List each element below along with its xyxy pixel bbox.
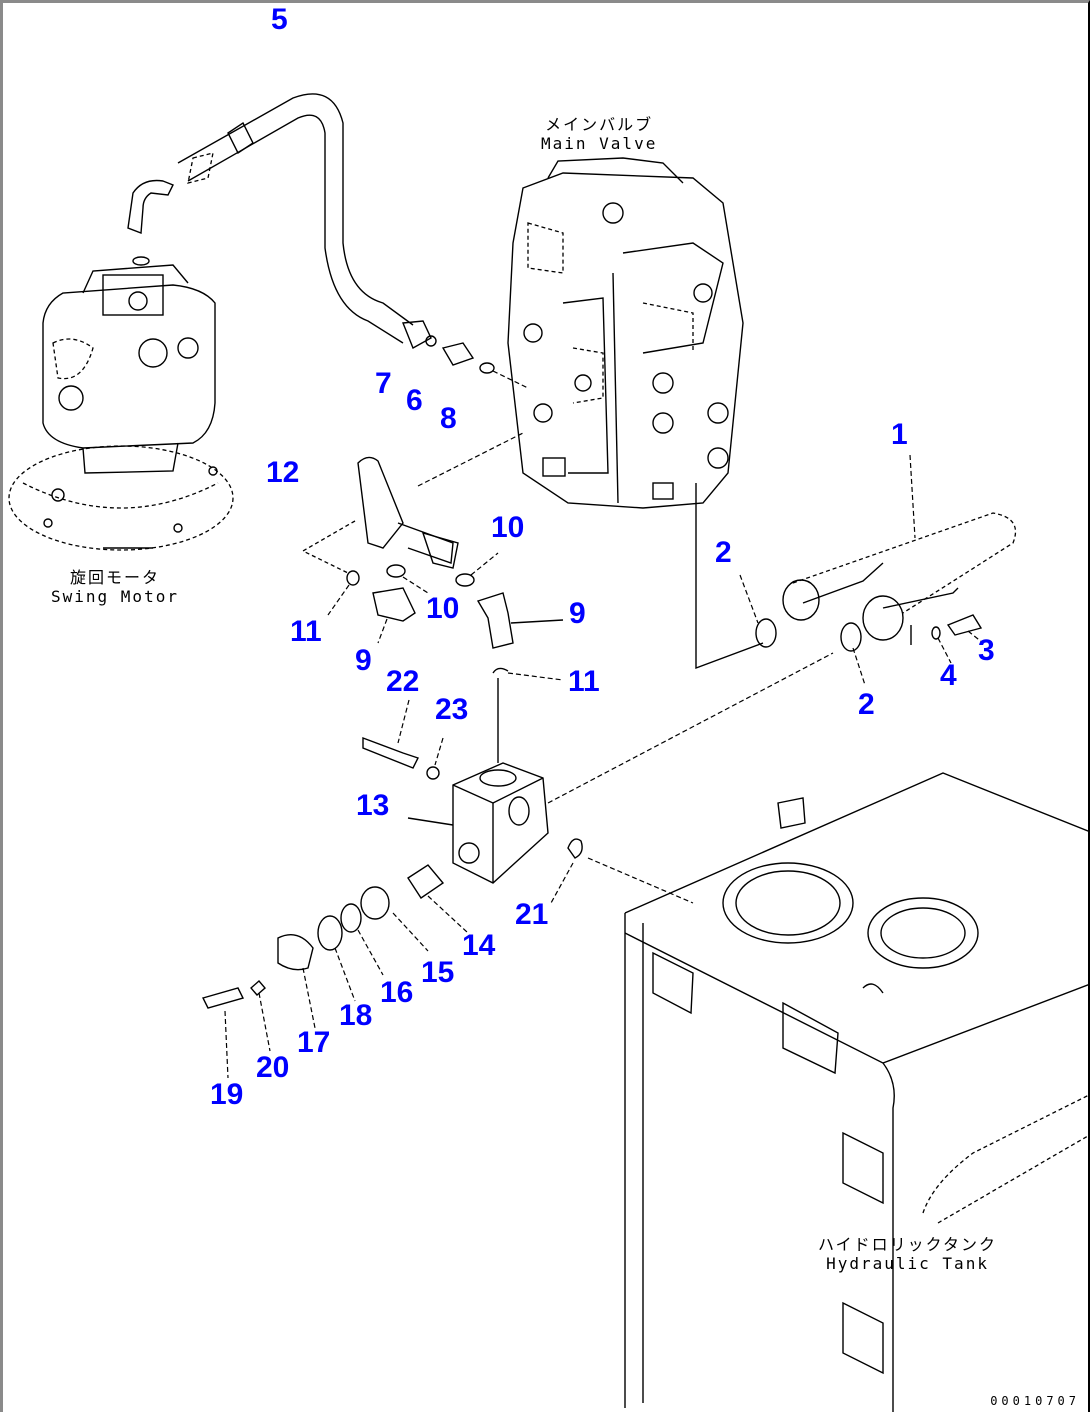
swing-motor-flange <box>8 445 234 551</box>
callout-16[interactable]: 16 <box>380 976 414 1009</box>
main-valve-label-en: Main Valve <box>541 134 658 153</box>
drawing-number: 00010707 <box>990 1394 1080 1408</box>
main-valve-label-jp: メインバルブ <box>545 115 654 134</box>
callout-10-lower[interactable]: 10 <box>426 592 460 625</box>
hydraulic-tank-label: ハイドロリックタンク Hydraulic Tank <box>818 1235 997 1273</box>
swing-motor-drawing <box>8 264 234 551</box>
callout-20[interactable]: 20 <box>256 1051 290 1084</box>
callout-17[interactable]: 17 <box>297 1026 331 1059</box>
callout-11-left[interactable]: 11 <box>290 615 322 648</box>
callout-9-right[interactable]: 9 <box>569 597 586 630</box>
main-valve-label: メインバルブ Main Valve <box>541 115 657 153</box>
hose-1-drawing <box>782 512 1017 641</box>
callout-5[interactable]: 5 <box>271 3 288 36</box>
callout-4[interactable]: 4 <box>940 659 957 692</box>
hydraulic-tank-drawing <box>624 772 1088 1412</box>
callout-11-right[interactable]: 11 <box>568 665 600 698</box>
callout-19[interactable]: 19 <box>210 1078 244 1111</box>
swing-motor-label: 旋回モータ Swing Motor <box>51 568 179 606</box>
callout-14[interactable]: 14 <box>462 929 496 962</box>
swing-motor-label-jp: 旋回モータ <box>69 568 160 587</box>
callout-13[interactable]: 13 <box>356 789 390 822</box>
callout-8[interactable]: 8 <box>440 402 457 435</box>
callout-18[interactable]: 18 <box>339 999 373 1032</box>
callout-1[interactable]: 1 <box>891 418 908 451</box>
callout-2-lower[interactable]: 2 <box>858 688 875 721</box>
callout-23[interactable]: 23 <box>435 693 469 726</box>
callout-2-upper[interactable]: 2 <box>715 536 732 569</box>
callout-12[interactable]: 12 <box>266 456 300 489</box>
hydraulic-tank-label-en: Hydraulic Tank <box>826 1254 989 1273</box>
callout-9-left[interactable]: 9 <box>355 644 372 677</box>
diagram-drawing <box>8 93 1088 1412</box>
callout-7[interactable]: 7 <box>375 367 392 400</box>
callout-6[interactable]: 6 <box>406 384 423 417</box>
callout-15[interactable]: 15 <box>421 956 455 989</box>
callout-3[interactable]: 3 <box>978 634 995 667</box>
callout-10-upper[interactable]: 10 <box>491 511 525 544</box>
hose-5-drawing <box>177 93 432 349</box>
callout-22[interactable]: 22 <box>386 665 420 698</box>
main-valve-drawing <box>507 157 744 509</box>
hose-12-drawing <box>357 456 459 569</box>
hydraulic-tank-label-jp: ハイドロリックタンク <box>818 1235 998 1254</box>
callout-21[interactable]: 21 <box>515 898 549 931</box>
swing-motor-label-en: Swing Motor <box>51 587 179 606</box>
block-13-drawing <box>452 762 549 884</box>
